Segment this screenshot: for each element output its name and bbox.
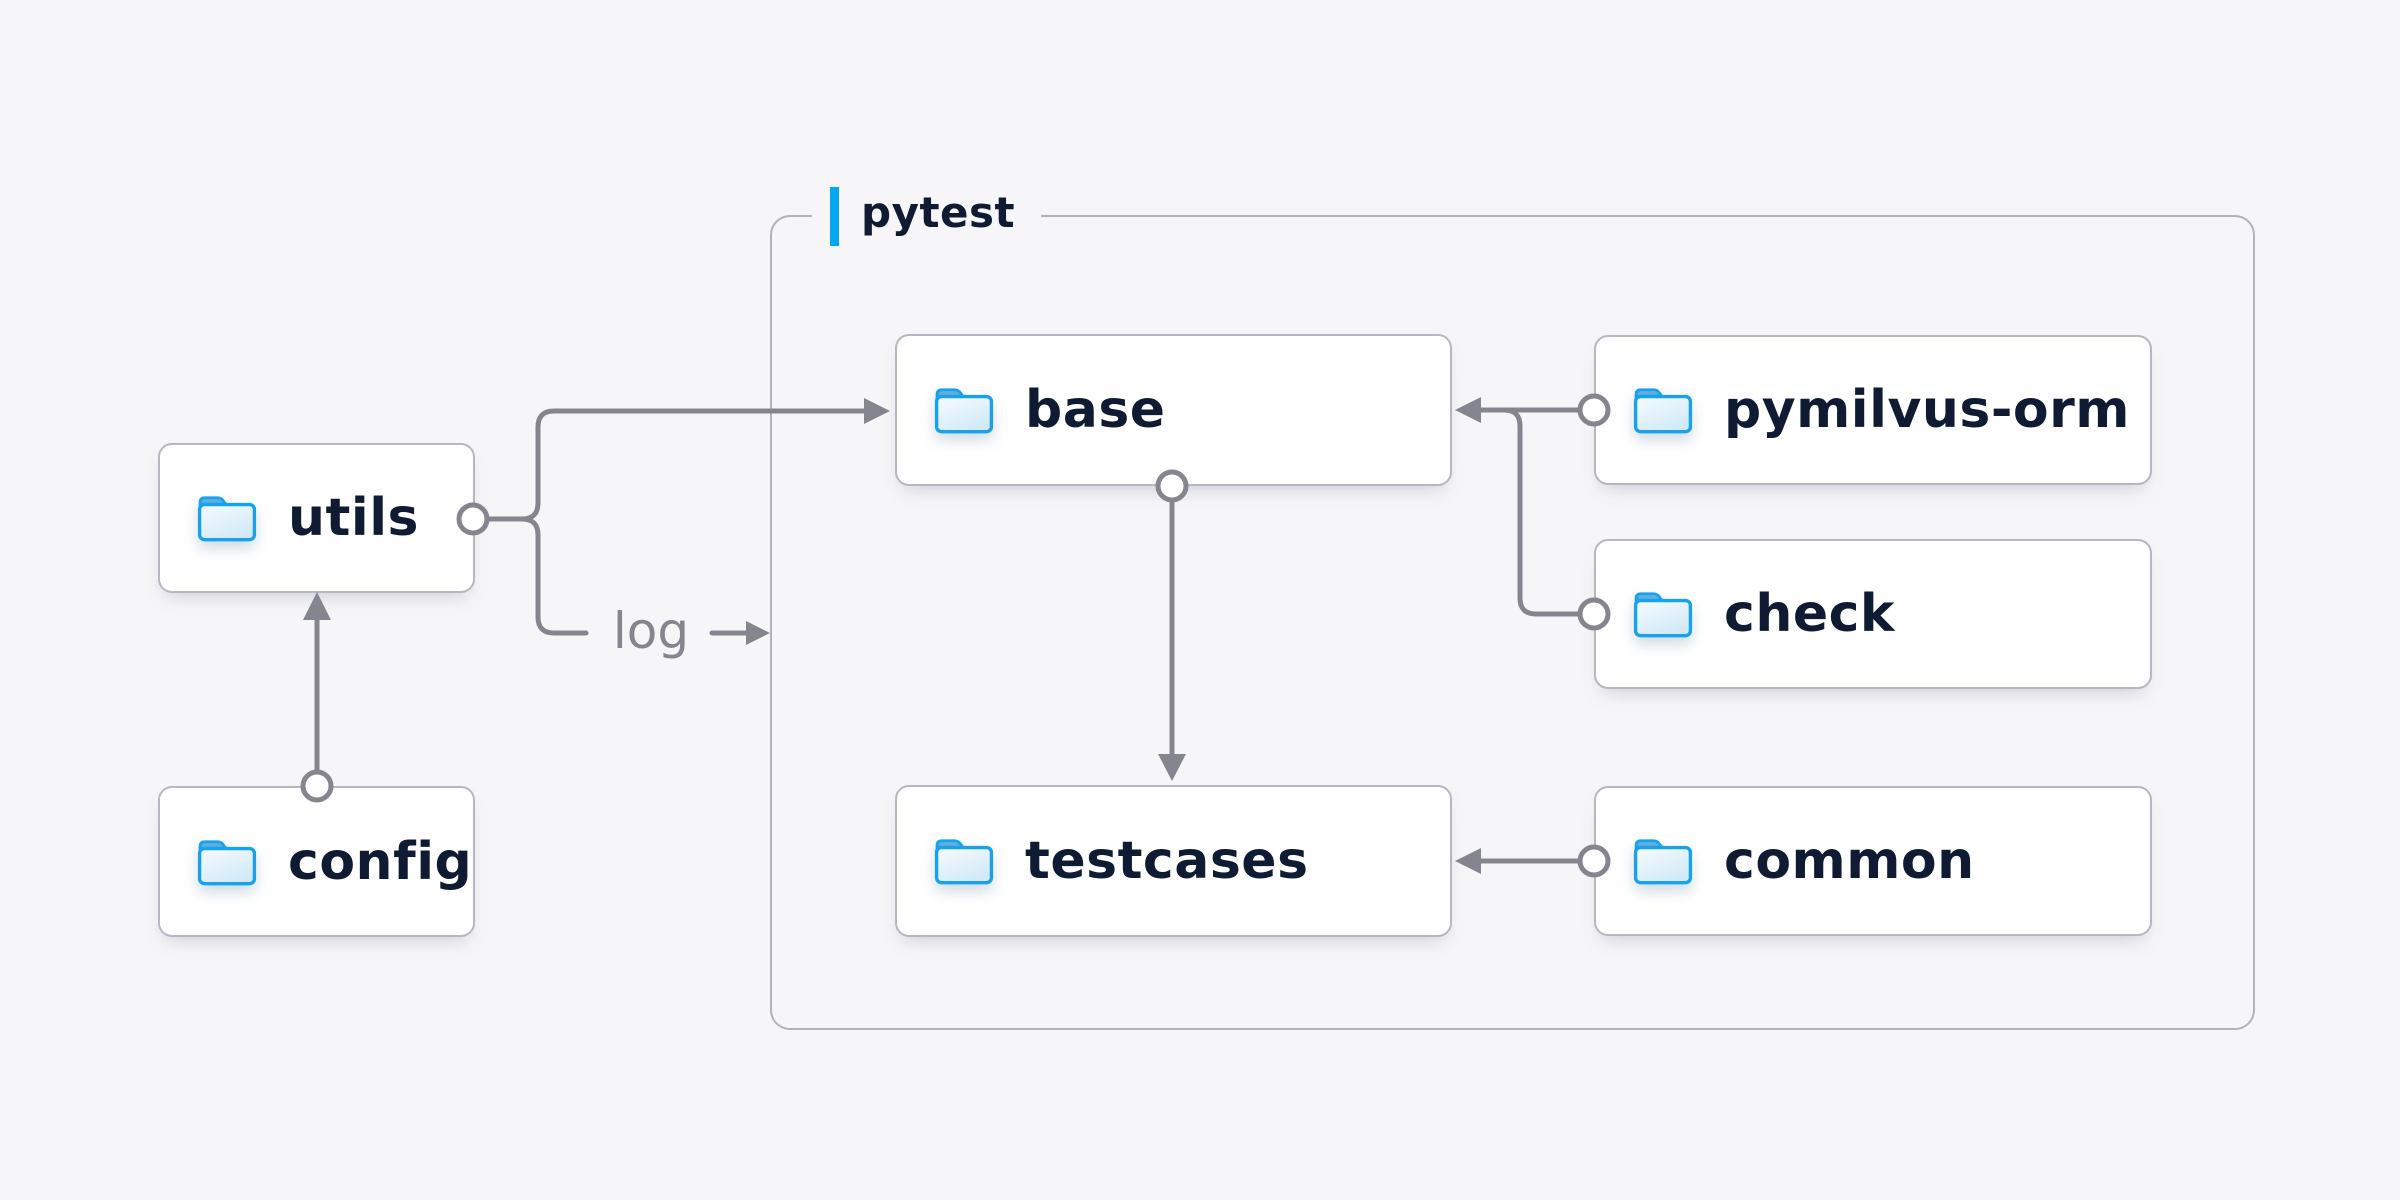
- node-common: common: [1594, 786, 2152, 936]
- pytest-group-title: pytest: [861, 188, 1016, 237]
- pytest-group-label: pytest: [812, 186, 1042, 246]
- folder-icon: [197, 839, 257, 885]
- node-label: utils: [288, 488, 419, 548]
- node-label: testcases: [1025, 831, 1309, 891]
- arrowhead-up: [303, 592, 331, 620]
- folder-icon: [934, 388, 994, 434]
- folder-icon: [1633, 592, 1693, 638]
- node-label: config: [288, 831, 473, 892]
- pytest-group-container: [770, 215, 2255, 1030]
- accent-bar: [830, 186, 839, 246]
- node-testcases: testcases: [895, 785, 1452, 937]
- folder-icon: [934, 839, 994, 885]
- node-label: base: [1025, 380, 1166, 440]
- log-arrowhead-right: [746, 621, 770, 645]
- node-utils: utils: [158, 443, 475, 593]
- node-label: check: [1724, 584, 1896, 644]
- node-check: check: [1594, 539, 2152, 689]
- folder-icon: [197, 496, 257, 542]
- folder-icon: [1633, 388, 1693, 434]
- node-config: config: [158, 786, 475, 937]
- node-label: pymilvus-orm: [1724, 380, 2130, 440]
- node-base: base: [895, 334, 1452, 486]
- folder-icon: [1633, 839, 1693, 885]
- edge-config-utils: [300, 592, 334, 803]
- node-label: common: [1724, 831, 1975, 891]
- log-edge-label: log: [612, 602, 690, 660]
- node-pymilvus-orm: pymilvus-orm: [1594, 335, 2152, 485]
